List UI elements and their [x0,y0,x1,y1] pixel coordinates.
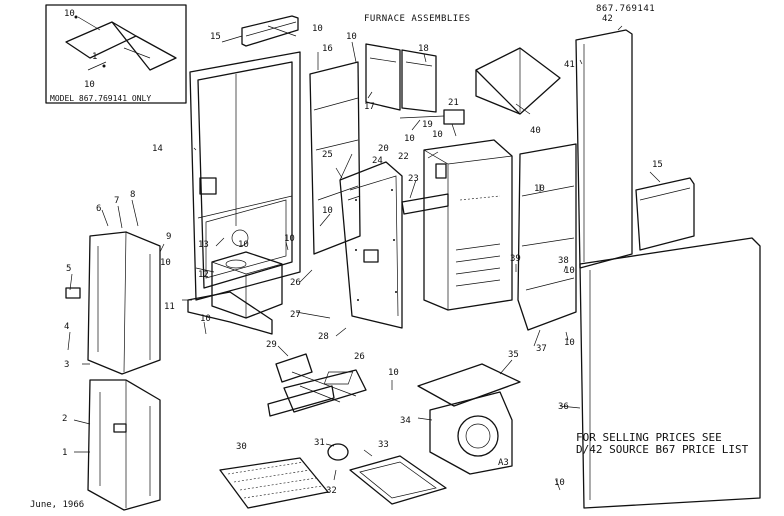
callout-screw: 10 [534,184,545,194]
callout-39: 39 [510,254,521,264]
part-heat-exchanger [423,139,513,311]
callout-21: 21 [448,98,459,108]
callout-2: 2 [62,414,68,424]
part-roof-hood [475,47,561,115]
footer-date: June, 1966 [30,500,85,510]
part-panel-16 [309,61,361,255]
callout-16: 16 [322,44,333,54]
callout-4: 4 [64,322,70,332]
callout-screw: 10 [238,240,249,250]
callout-24: 24 [372,156,383,166]
callout-19: 19 [422,120,433,130]
callout-screw: 10 [160,258,171,268]
callout-screw: 10 [404,134,415,144]
inset-callout: 1 [92,52,98,62]
callout-11: 11 [164,302,175,312]
part-valve [399,109,465,137]
callout-38: 38 [558,256,569,266]
callout-screw: 10 [564,266,575,276]
callout-screw: 10 [564,338,575,348]
inset-callout: 10 [84,80,95,90]
part-right-door [579,237,761,509]
callout-10: 10 [200,314,211,324]
callout-40: 40 [530,126,541,136]
callout-26: 26 [290,278,301,288]
callout-screw: 10 [346,32,357,42]
callout-25: 25 [322,150,333,160]
callout-15: 15 [210,32,221,42]
callout-screw: 10 [284,234,295,244]
callout-17: 17 [364,102,375,112]
diagram-title: FURNACE ASSEMBLIES [364,14,471,24]
callout-5: 5 [66,264,72,274]
drawing-code: A3 [498,458,509,468]
callout-32: 32 [326,486,337,496]
part-door-lower [87,379,161,511]
callout-6: 6 [96,204,102,214]
callout-15-right: 15 [652,160,663,170]
callout-34: 34 [400,416,411,426]
part-bracket [187,291,273,335]
callout-27: 27 [290,310,301,320]
part-side-panel-37 [517,143,577,331]
callout-33: 33 [378,440,389,450]
part-base-pan [349,455,447,505]
callout-18: 18 [418,44,429,54]
part-blower-housing [211,251,283,319]
callout-9: 9 [166,232,172,242]
callout-12: 12 [198,270,209,280]
callout-35: 35 [508,350,519,360]
callout-screw: 10 [554,478,565,488]
callout-1: 1 [62,448,68,458]
callout-30: 30 [236,442,247,452]
part-side-panel-41 [575,29,633,269]
callout-26-lower: 26 [354,352,365,362]
part-blower-wheel [429,391,513,475]
callout-22: 22 [398,152,409,162]
part-filter [219,457,329,509]
callout-screw: 10 [432,130,443,140]
callout-14: 14 [152,144,163,154]
callout-36: 36 [558,402,569,412]
callout-screw: 10 [322,206,333,216]
inset-drawing [45,4,187,104]
callout-13: 13 [198,240,209,250]
price-note-line-1: FOR SELLING PRICES SEE [576,431,722,444]
part-panel-17-18 [365,43,437,113]
part-duct-pipes [267,353,367,417]
inset-callout: 10 [64,9,75,19]
callout-28: 28 [318,332,329,342]
callout-23: 23 [408,174,419,184]
callout-41: 41 [564,60,575,70]
callout-29: 29 [266,340,277,350]
part-front-panel [339,161,403,329]
callout-37: 37 [536,344,547,354]
part-door-upper [65,231,161,375]
inset-caption: MODEL 867.769141 ONLY [50,94,152,103]
part-top-cap-right [635,177,695,251]
price-note-line-2: D/42 SOURCE B67 PRICE LIST [576,443,749,456]
callout-31: 31 [314,438,325,448]
callout-20: 20 [378,144,389,154]
callout-screw: 10 [312,24,323,34]
callout-42: 42 [602,14,613,24]
part-burner-tube [401,193,449,215]
part-top-cap [241,15,299,47]
callout-8: 8 [130,190,136,200]
leader-lines [67,25,661,491]
part-pulley [327,443,349,461]
model-number: 867.769141 [596,4,656,14]
part-cabinet-frame [189,51,301,301]
callout-7: 7 [114,196,120,206]
callout-screw: 10 [388,368,399,378]
callout-3: 3 [64,360,70,370]
